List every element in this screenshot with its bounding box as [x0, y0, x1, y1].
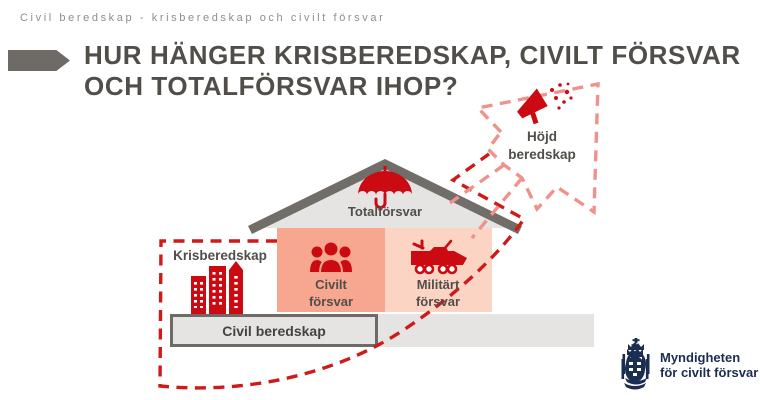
state-emblem-logo-icon — [621, 343, 649, 390]
roof-label: Totalförsvar — [325, 204, 445, 219]
militart-label-line2: försvar — [415, 293, 461, 309]
militart-label-line1: Militärt — [416, 277, 460, 292]
base-box-civil-beredskap: Civil beredskap — [170, 314, 378, 347]
city-buildings-icon — [191, 261, 243, 314]
civilt-label-line1: Civilt — [315, 277, 347, 292]
page-title: HUR HÄNGER KRISBEREDSKAP, CIVILT FÖRSVAR… — [84, 40, 744, 102]
krisberedskap-label: Krisberedskap — [158, 248, 282, 263]
agency-logo: Myndigheten för civilt försvar — [618, 338, 758, 392]
hojd-beredskap-label: Höjd beredskap — [488, 128, 596, 163]
krisberedskap-label-text: Krisberedskap — [173, 248, 267, 263]
slide-kicker: Civil beredskap - krisberedskap och civi… — [20, 12, 386, 24]
civilt-label-line2: försvar — [308, 293, 354, 309]
hojd-label-line2: beredskap — [508, 146, 576, 162]
house-roof — [248, 158, 522, 235]
umbrella-icon — [358, 166, 412, 209]
logo-line1: Myndigheten — [660, 349, 741, 365]
heading-arrow-icon — [8, 50, 70, 71]
agency-logo-text: Myndigheten för civilt försvar — [660, 350, 758, 381]
hojd-label-line1: Höjd — [527, 129, 557, 144]
page-title-line2: OCH TOTALFÖRSVAR IHOP? — [84, 71, 459, 102]
base-label: Civil beredskap — [222, 322, 326, 339]
page-title-line1: HUR HÄNGER KRISBEREDSKAP, CIVILT FÖRSVAR — [84, 40, 741, 70]
civilt-forsvar-label: Civilt försvar — [281, 277, 381, 311]
militart-forsvar-label: Militärt försvar — [388, 277, 488, 311]
roof-label-text: Totalförsvar — [347, 204, 423, 219]
logo-line2: för civilt försvar — [660, 365, 759, 380]
